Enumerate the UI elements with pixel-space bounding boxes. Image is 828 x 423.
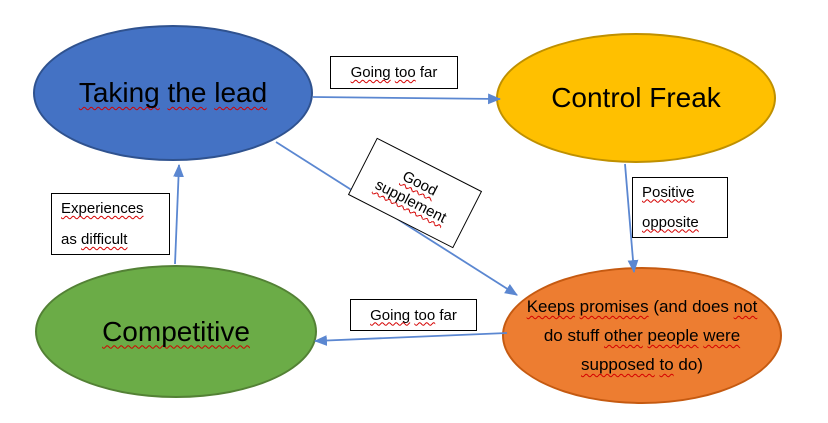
edge-label-going-too-far-bottom-text: Going too far: [370, 306, 457, 324]
node-competitive-label: Competitive: [102, 315, 250, 347]
connector-competitive-to-taking-lead[interactable]: [173, 163, 184, 265]
connector-control-freak-to-keeps-promises[interactable]: [624, 163, 639, 274]
connector-keeps-promises-to-competitive[interactable]: [313, 332, 508, 346]
node-control-freak-label: Control Freak: [551, 82, 721, 113]
edge-label-going-too-far-top[interactable]: Going too far: [330, 56, 458, 89]
connector-taking-lead-to-control-freak[interactable]: [312, 93, 502, 105]
edge-label-going-too-far-top-text: Going too far: [350, 64, 438, 81]
node-taking-the-lead[interactable]: Taking the lead: [33, 25, 313, 161]
edge-label-going-too-far-bottom[interactable]: Going too far: [350, 299, 477, 331]
node-competitive[interactable]: Competitive: [35, 265, 317, 398]
node-taking-the-lead-label: Taking the lead: [78, 77, 268, 108]
